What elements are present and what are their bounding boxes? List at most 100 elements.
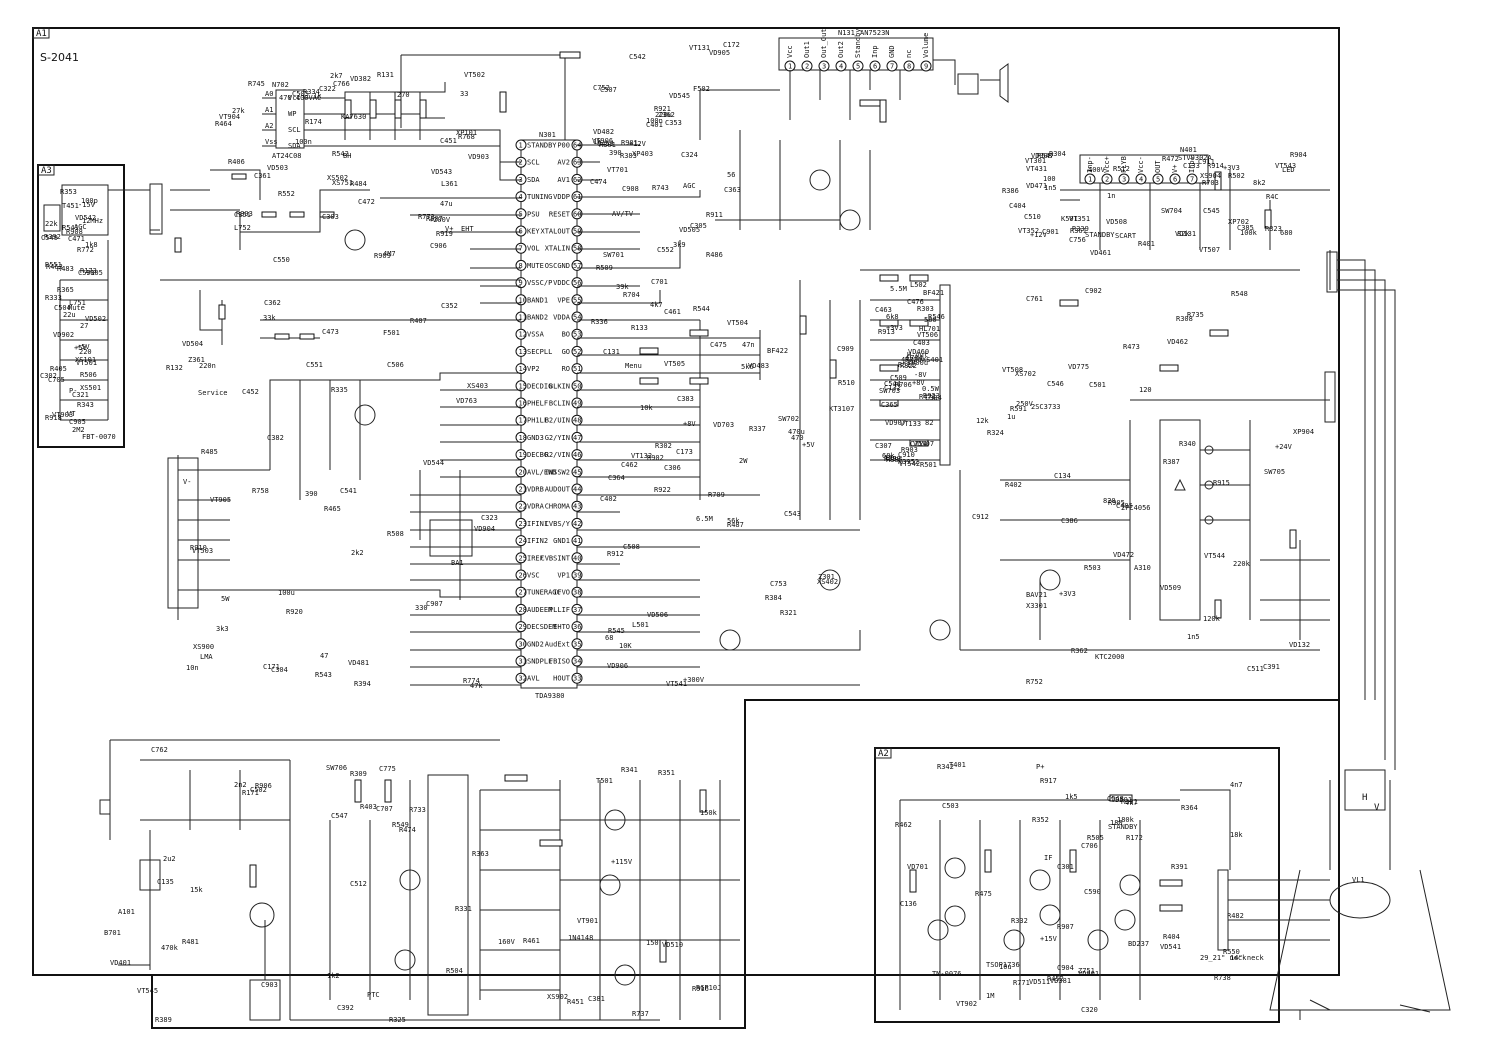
component-label: +8V (912, 379, 925, 387)
component-label: 2M2 (72, 426, 85, 434)
component-label: EHT (461, 225, 474, 233)
component-label: 5.5M (890, 285, 907, 293)
component-label: C510 (1024, 213, 1041, 221)
component-label: XS751 (332, 179, 353, 187)
component-label: 22u (63, 311, 76, 319)
component-label: +115V (611, 858, 633, 866)
pin-number: 3 (1122, 176, 1126, 184)
component-label: R308 (1176, 315, 1193, 323)
component-label: R475 (975, 890, 992, 898)
eeprom-pin: Vss (262, 138, 278, 147)
component-label: R706 (895, 381, 912, 389)
component-label: +12V (629, 140, 647, 148)
component-label: 47u (440, 200, 453, 208)
yoke-h-label: H (1362, 793, 1367, 803)
component-label: C383 (677, 395, 694, 403)
component-label: R332 (1011, 917, 1028, 925)
component-label: KT3107 (829, 405, 854, 413)
pin-name: AudExt (545, 640, 570, 648)
component-label: C173 (676, 448, 693, 456)
component-label: VD510 (662, 941, 683, 949)
component-label: C307 (875, 442, 892, 450)
pin-number: 33 (573, 675, 581, 683)
component-label: XS101 (75, 356, 96, 364)
component-label: XS904 (1200, 172, 1221, 180)
pin-name: KEY (527, 228, 540, 236)
component-label: 1n5 (1187, 633, 1200, 641)
component-label: XS900 (193, 643, 214, 651)
component-label: C766 (333, 80, 350, 88)
pin-name: A1 (265, 106, 273, 114)
component-label: VD472 (1113, 551, 1134, 559)
pin-name: VDDP (553, 193, 570, 201)
component-label: L751 (69, 299, 86, 307)
component-label: Z362 (658, 111, 675, 119)
component-label: VT431 (1026, 165, 1047, 173)
pin-name: PLLIF (549, 606, 570, 614)
pin-name: nc (905, 50, 913, 58)
component-label: R132 (166, 364, 183, 372)
component-label: R729 (905, 356, 922, 364)
component-label: 27k (232, 107, 245, 115)
component-label: C911 (1198, 158, 1215, 166)
component-label: +3V3 (1223, 164, 1240, 172)
component-label: C548 (1107, 795, 1124, 803)
component-label: R401 (1138, 240, 1155, 248)
component-label: VD401 (110, 959, 131, 967)
component-label: 1k2 (327, 972, 340, 980)
component-label: Mute (68, 304, 85, 312)
pin-name: Out2 (837, 41, 845, 58)
component-label: TM-0076 (932, 970, 962, 978)
component-label: C546 (1047, 380, 1064, 388)
component-label: R304 (1049, 150, 1066, 158)
component-label: 2k7 (330, 72, 343, 80)
component-label: C303 (322, 213, 339, 221)
component-label: L361 (441, 180, 458, 188)
component-label: R383 (620, 152, 637, 160)
component-label: VT504 (727, 319, 748, 327)
component-label: P+ (1036, 763, 1044, 771)
component-label: 270 (397, 91, 410, 99)
pin-number: 27 (519, 589, 527, 597)
pin-number: 45 (573, 468, 581, 476)
component-label: C910 (898, 451, 915, 459)
component-label: C351 (234, 211, 251, 219)
component-label: C136 (900, 900, 917, 908)
pin-number: 2 (1105, 176, 1109, 184)
component-label: 39k (616, 283, 629, 291)
component-label: C361 (254, 172, 271, 180)
component-label: 4n7 (1230, 781, 1243, 789)
component-label: 1M (986, 992, 994, 1000)
component-label: VT351 (1069, 215, 1090, 223)
component-label: R323 (1265, 225, 1282, 233)
pin-name: RO (562, 365, 570, 373)
pin-number: 29 (519, 623, 527, 631)
pin-number: 5 (856, 63, 860, 71)
pin-name: CVBSINT (540, 554, 570, 562)
component-label: R552 (278, 190, 295, 198)
component-label: R918 (45, 414, 62, 422)
component-label: XP403 (632, 150, 653, 158)
component-label: 1N4148 (568, 934, 593, 942)
component-label: 0.5W (922, 385, 940, 393)
pin-name: IFVO (553, 589, 570, 597)
component-label: R733 (409, 806, 426, 814)
pin-name: AVL (527, 675, 540, 683)
component-label: 5k6 (741, 363, 754, 371)
pin-name: VDRB (527, 486, 544, 494)
pin-number: 31 (519, 658, 527, 666)
pin-number: 5 (519, 210, 523, 218)
component-label: 2PC4056 (1121, 504, 1151, 512)
component-label: C132 (884, 384, 901, 392)
component-label: R547 (1037, 152, 1054, 160)
